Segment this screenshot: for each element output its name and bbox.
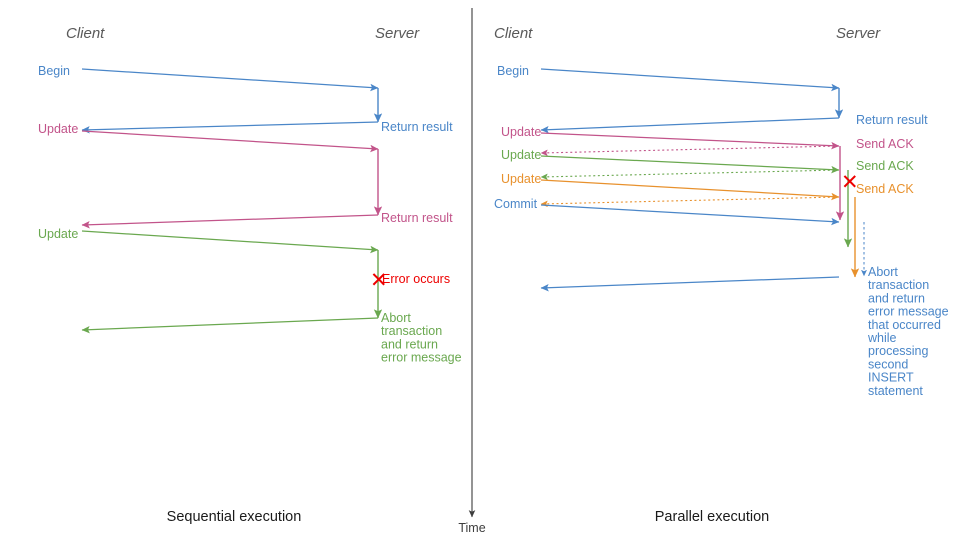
- time-axis-label: Time: [458, 521, 485, 535]
- message-update-3: [540, 179, 840, 201]
- message-label-send-ack-1: Send ACK: [856, 137, 914, 151]
- error-x: ✕: [370, 269, 388, 292]
- lane-title-client: Client: [494, 25, 533, 42]
- note-line: while: [867, 331, 897, 345]
- note-line: transaction: [868, 278, 929, 292]
- message-label-update-2: Update: [38, 227, 78, 241]
- message-label-begin: Begin: [497, 64, 529, 78]
- message-send-ack-1: [540, 145, 840, 157]
- time-axis: Time: [458, 8, 486, 535]
- note-line: Abort: [868, 265, 898, 279]
- lane-title-client: Client: [66, 25, 105, 42]
- message-label-send-ack-3: Send ACK: [856, 182, 914, 196]
- note-line: Abort: [381, 311, 411, 325]
- message-abort-return: [81, 317, 379, 334]
- message-update-2: [540, 155, 840, 174]
- message-label-update-1: Update: [501, 125, 541, 139]
- note-line: error message: [381, 351, 462, 365]
- lane-title-server: Server: [836, 25, 881, 42]
- message-update-1: [540, 132, 840, 150]
- message-update-2: [81, 230, 379, 254]
- panel-caption-sequential: Sequential execution: [167, 509, 302, 525]
- message-send-ack-2: [540, 169, 840, 181]
- message-commit: [540, 204, 840, 226]
- message-send-ack-3: [540, 196, 840, 208]
- note-line: INSERT: [868, 371, 914, 385]
- message-label-commit: Commit: [494, 197, 538, 211]
- message-update-1: [81, 130, 379, 153]
- note-line: statement: [868, 384, 923, 398]
- message-label-update-3: Update: [501, 172, 541, 186]
- lane-title-server: Server: [375, 25, 420, 42]
- message-label-send-ack-2: Send ACK: [856, 159, 914, 173]
- note-line: and return: [868, 291, 925, 305]
- error-x-label: Error occurs: [382, 272, 450, 286]
- message-abort-return: [540, 276, 840, 292]
- message-return-result-2: [81, 214, 379, 229]
- message-begin: [540, 68, 840, 92]
- note-line: error message: [868, 305, 949, 319]
- message-begin: [81, 68, 379, 92]
- note-line: processing: [868, 344, 928, 358]
- message-return-result: [540, 117, 840, 134]
- note-line: that occurred: [868, 318, 941, 332]
- message-label-return-result: Return result: [856, 113, 928, 127]
- note-line: second: [868, 357, 908, 371]
- message-label-update-2: Update: [501, 148, 541, 162]
- message-label-return-result-2: Return result: [381, 211, 453, 225]
- message-label-return-result-1: Return result: [381, 120, 453, 134]
- note-line: transaction: [381, 324, 442, 338]
- message-label-update-1: Update: [38, 122, 78, 136]
- panel-caption-parallel: Parallel execution: [655, 509, 769, 525]
- note-line: and return: [381, 337, 438, 351]
- message-label-begin: Begin: [38, 64, 70, 78]
- error-x: ✕: [841, 171, 859, 194]
- message-return-result-1: [81, 121, 379, 134]
